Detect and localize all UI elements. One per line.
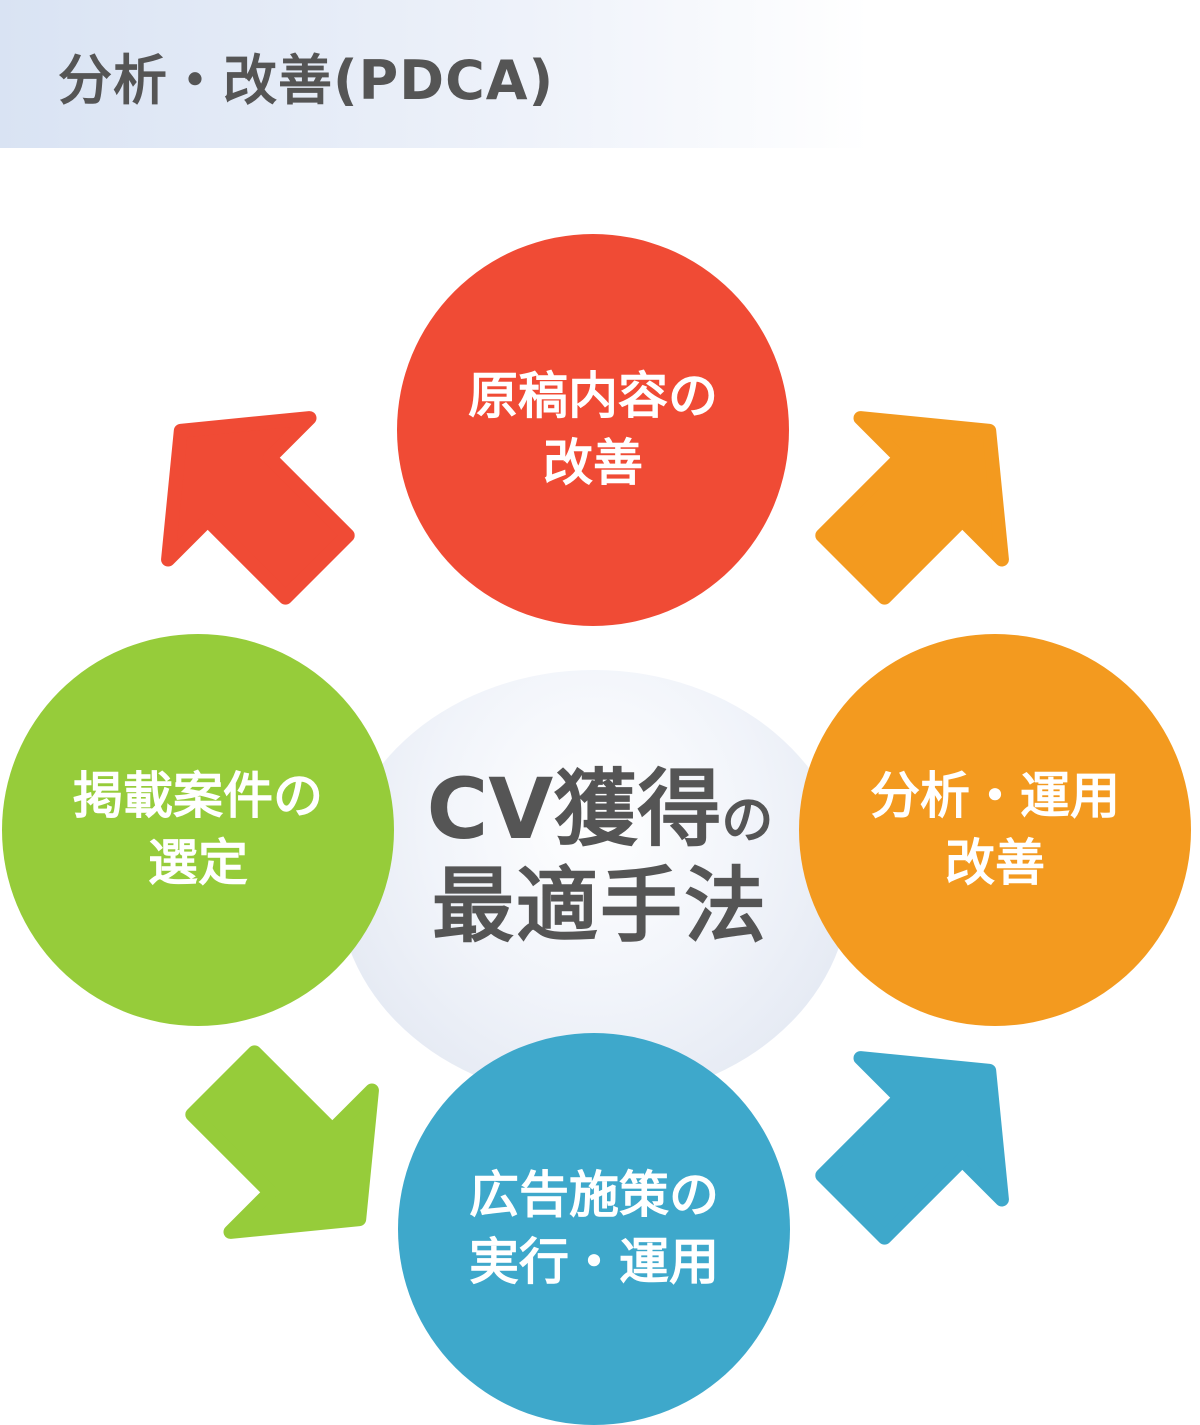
step-selection: 掲載案件の 選定: [2, 634, 394, 1026]
center-label: CV獲得の 最適手法: [390, 760, 810, 956]
arrow-orange: [815, 411, 1009, 605]
page-title: 分析・改善(PDCA): [58, 49, 555, 112]
arrow-green: [185, 1045, 379, 1239]
step-selection-line2: 選定: [148, 834, 248, 892]
step-analysis-line1: 分析・運用: [870, 766, 1120, 825]
center-line1-particle: の: [721, 791, 774, 851]
center-glow: [338, 670, 850, 1100]
center-line1-main: CV獲得: [426, 760, 722, 858]
step-selection-line1: 掲載案件の: [73, 766, 323, 825]
step-execution-line2: 実行・運用: [469, 1233, 719, 1291]
step-content-line1: 原稿内容の: [468, 366, 718, 425]
step-content-line2: 改善: [543, 434, 643, 492]
step-execution-line1: 広告施策の: [469, 1165, 719, 1224]
arrow-blue: [815, 1051, 1009, 1245]
header-band: 分析・改善(PDCA): [0, 0, 870, 148]
step-analysis-improvement: 分析・運用 改善: [799, 634, 1191, 1026]
step-content-improvement: 原稿内容の 改善: [397, 234, 789, 626]
center-line1: CV獲得の: [390, 760, 810, 859]
step-analysis-line2: 改善: [945, 834, 1045, 892]
center-line2: 最適手法: [431, 859, 768, 955]
arrow-red: [161, 411, 355, 605]
step-execution: 広告施策の 実行・運用: [398, 1033, 790, 1425]
